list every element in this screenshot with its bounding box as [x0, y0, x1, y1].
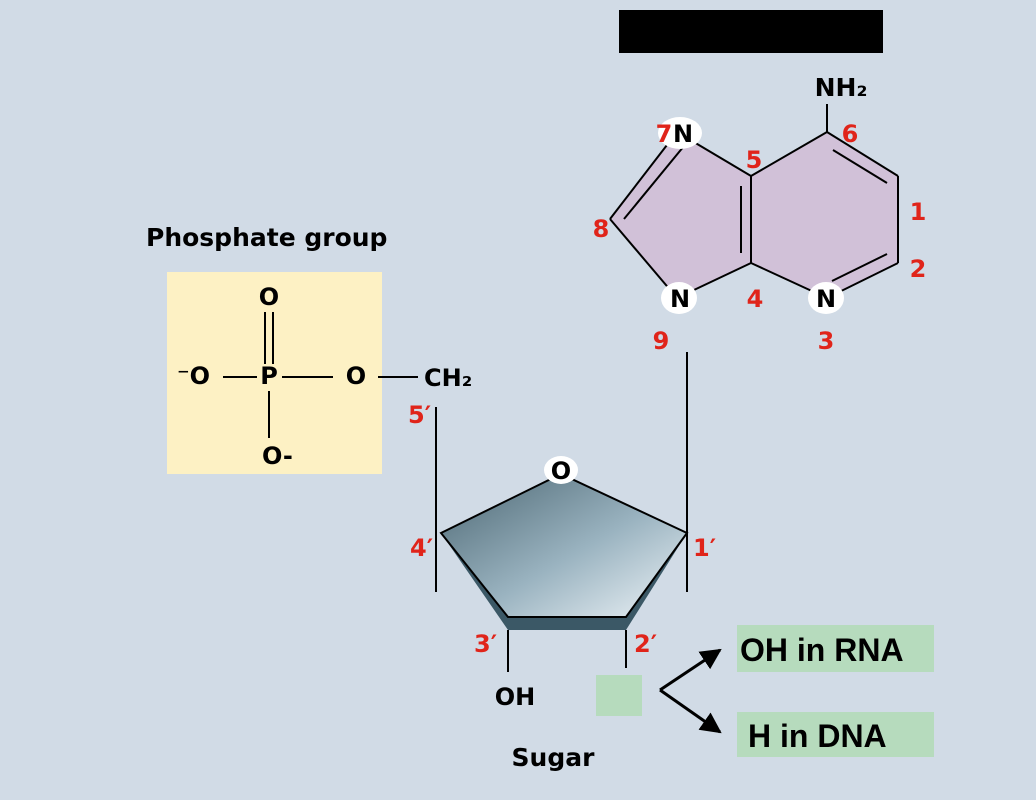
n3-atom: N [816, 285, 836, 313]
phosphate-left-oxygen: ⁻O [177, 362, 210, 390]
prime-2-label: 2′ [634, 630, 657, 658]
arrow-to-rna [659, 648, 722, 692]
position-7: 7 [656, 120, 673, 148]
dna-callout-box [737, 712, 934, 757]
position-6: 6 [842, 120, 859, 148]
phosphorus-atom: P [260, 362, 278, 390]
n9-atom: N [670, 285, 690, 313]
sugar-ring [439, 472, 689, 618]
position-1: 1 [910, 198, 927, 226]
phosphate-bottom-oxygen: O- [262, 442, 293, 470]
phosphate-top-oxygen: O [259, 283, 279, 311]
arrow-to-dna [659, 688, 722, 734]
phosphate-right-oxygen: O [346, 362, 366, 390]
position-3: 3 [818, 327, 835, 355]
ch2-group: CH₂ [424, 364, 472, 392]
position-5: 5 [746, 146, 763, 174]
c2-substituent-box [596, 675, 642, 716]
prime-4-label: 4′ [410, 534, 433, 562]
position-8: 8 [593, 215, 610, 243]
prime-5-label: 5′ [408, 401, 431, 429]
nh2-group: NH₂ [815, 73, 868, 102]
n7-atom: N [673, 120, 693, 148]
sugar-label: Sugar [512, 743, 596, 772]
ring-oxygen: O [551, 457, 571, 485]
position-9: 9 [653, 327, 670, 355]
dna-callout-text: H in DNA [748, 718, 887, 754]
phosphate-box [167, 272, 382, 474]
position-4: 4 [747, 285, 764, 313]
prime-1-label: 1′ [693, 534, 716, 562]
n9-circle [661, 282, 697, 314]
n7-circle [658, 117, 702, 149]
purine-base [610, 132, 898, 298]
c3-hydroxyl: OH [495, 683, 536, 711]
n3-circle [808, 282, 844, 314]
rna-callout-text: OH in RNA [740, 632, 904, 668]
phosphate-group-label: Phosphate group [146, 223, 387, 252]
prime-3-label: 3′ [474, 630, 497, 658]
rna-callout-box [737, 625, 934, 672]
redacted-title-bar [619, 10, 883, 53]
position-2: 2 [910, 255, 927, 283]
ring-oxygen-circle [544, 456, 578, 484]
